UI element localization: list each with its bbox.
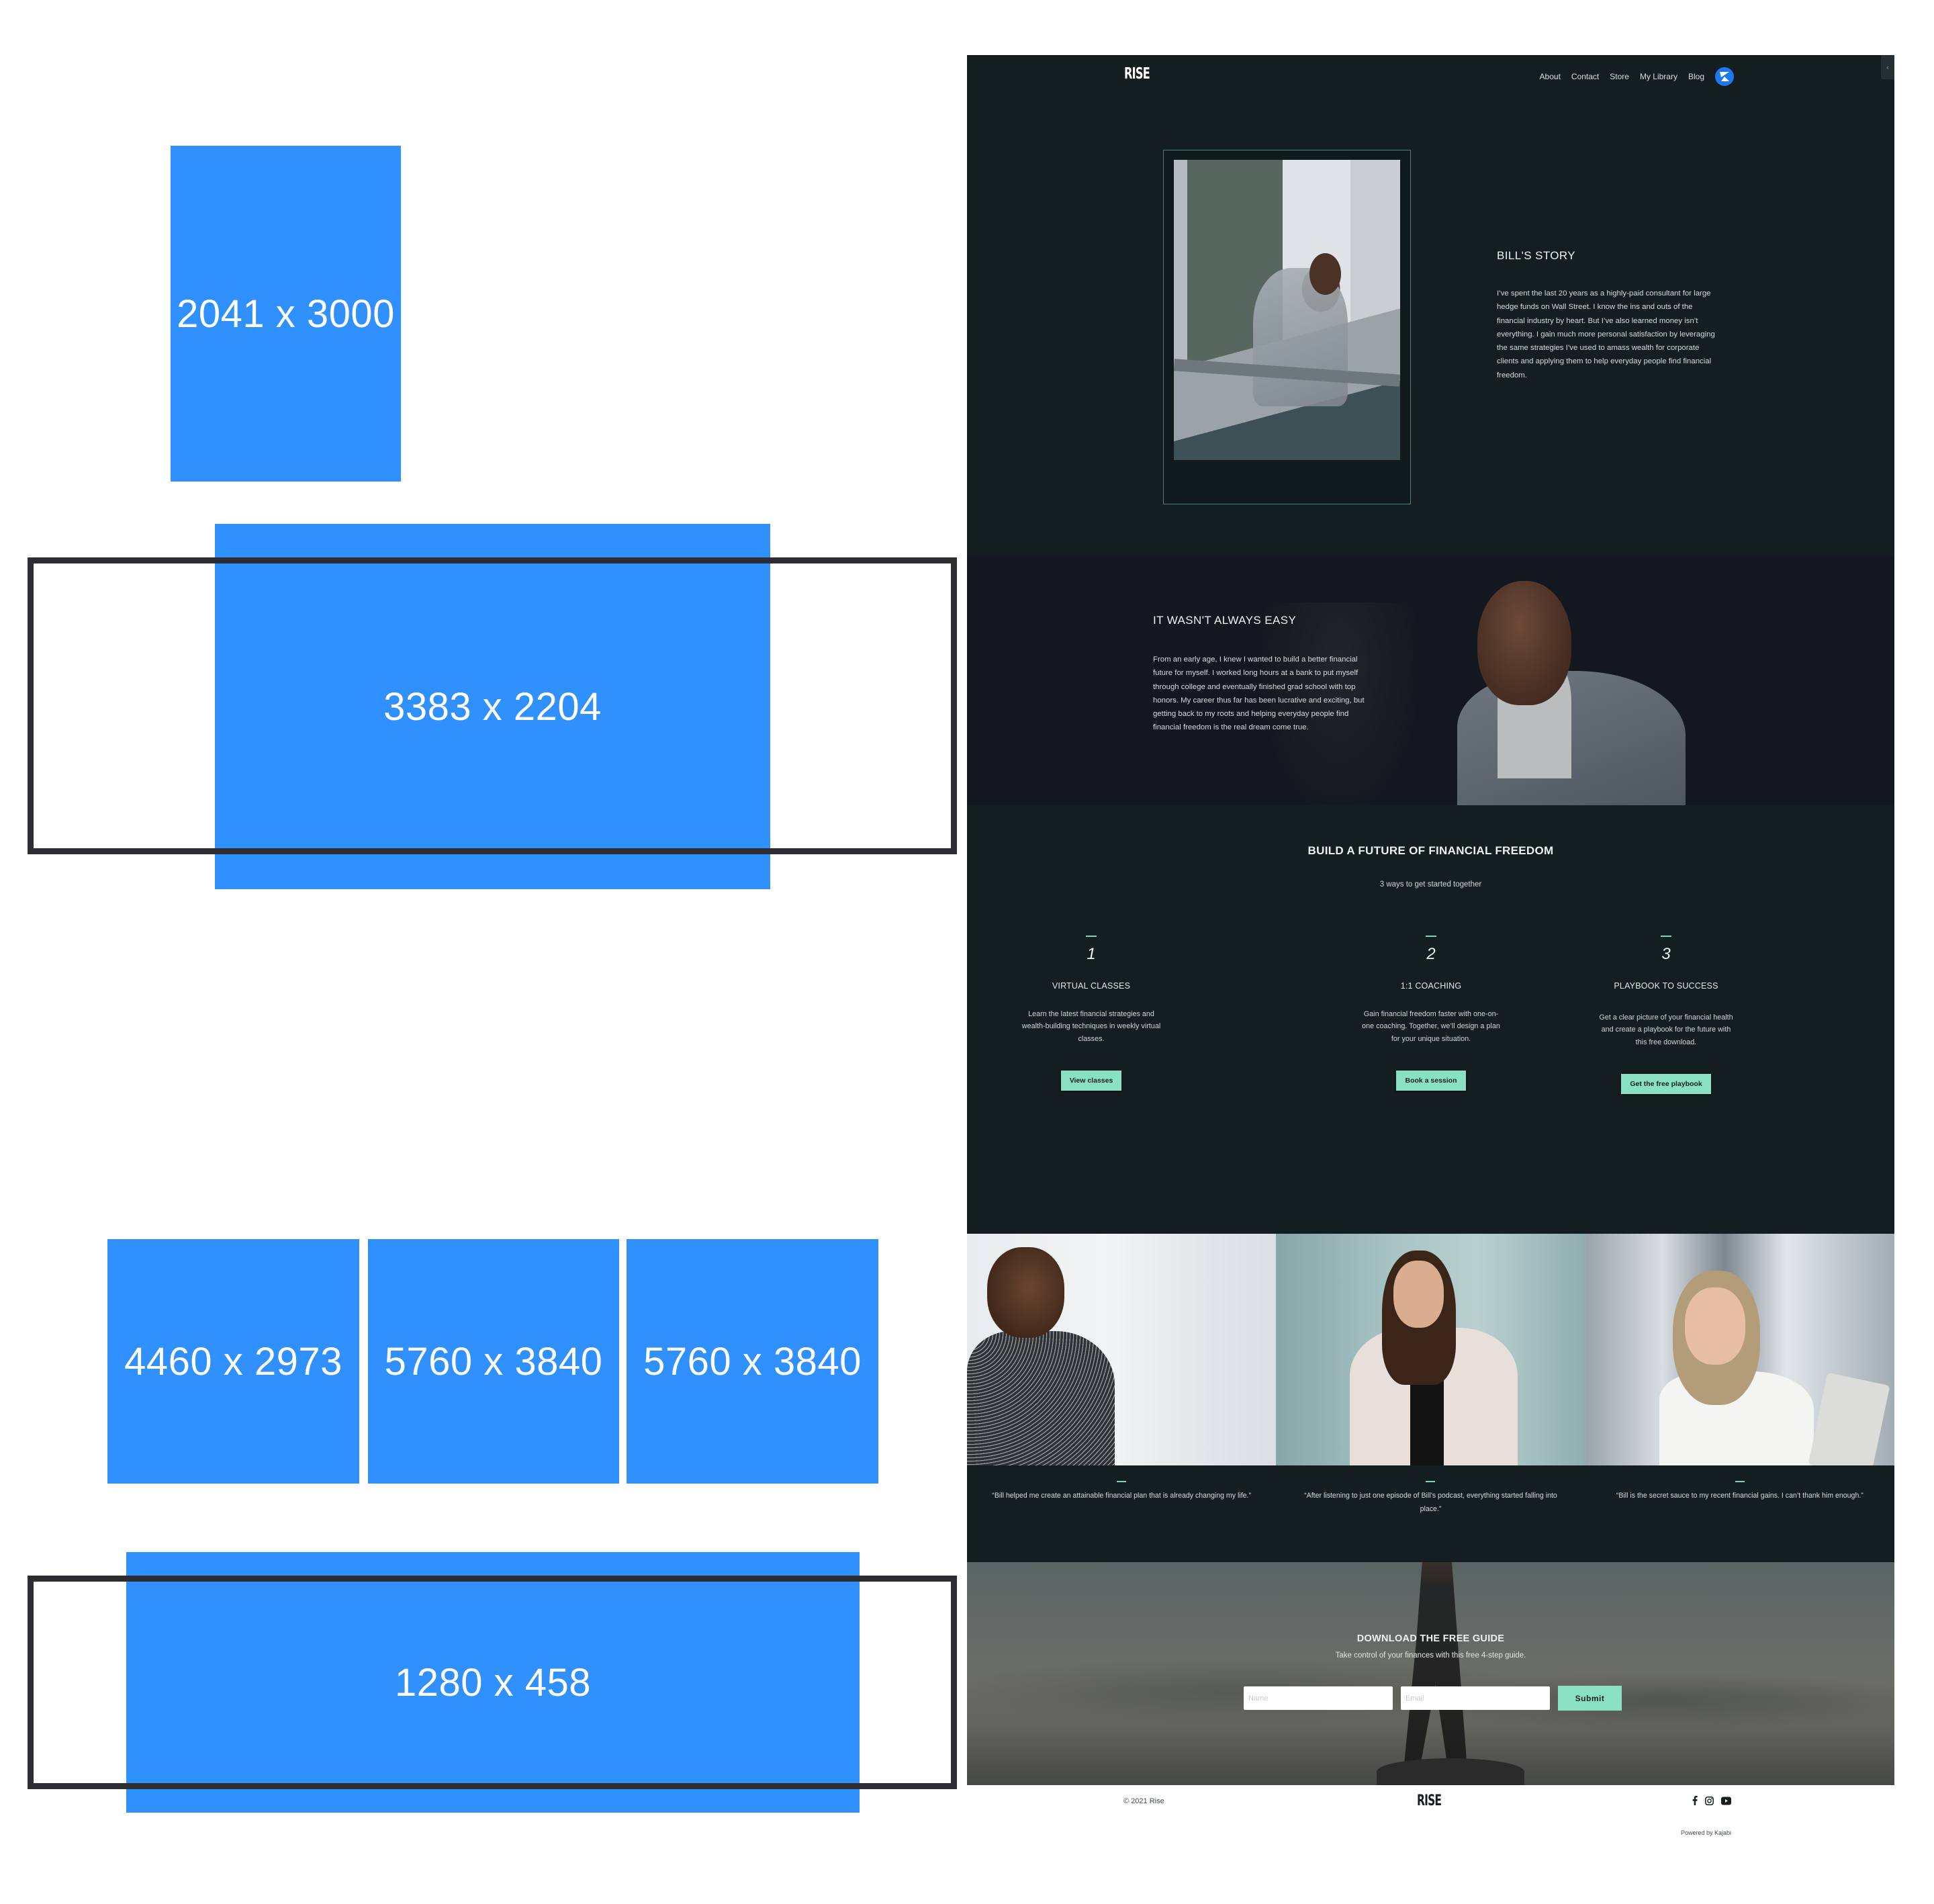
size-label: 4460 x 2973 bbox=[124, 1339, 342, 1384]
testimonial-2-size-block: 5760 x 3840 bbox=[368, 1239, 619, 1484]
testimonial-text: “After listening to just one episode of … bbox=[1304, 1492, 1557, 1513]
submit-button[interactable]: Submit bbox=[1558, 1686, 1622, 1711]
story-body: I’ve spent the last 20 years as a highly… bbox=[1497, 289, 1715, 379]
step-description: Learn the latest financial strategies an… bbox=[1021, 1010, 1161, 1043]
background-story-section: IT WASN'T ALWAYS EASY From an early age,… bbox=[967, 555, 1894, 805]
reflection-silhouette bbox=[1262, 602, 1417, 805]
hero-section: ‹ RISE About Contact Store My Library Bl… bbox=[967, 55, 1894, 555]
bill-portrait-image bbox=[1174, 160, 1400, 460]
step-title: 1:1 COACHING bbox=[1400, 981, 1462, 991]
accent-dash bbox=[1426, 1481, 1436, 1482]
social-links bbox=[1692, 1796, 1731, 1805]
nav-blog[interactable]: Blog bbox=[1688, 72, 1704, 81]
chevron-left-icon: ‹ bbox=[1886, 62, 1890, 72]
size-label: 5760 x 3840 bbox=[643, 1339, 862, 1384]
collapse-panel-button[interactable]: ‹ bbox=[1881, 55, 1894, 79]
footer-logo[interactable]: RISE bbox=[1417, 1793, 1442, 1809]
testimonial-1-size-block: 4460 x 2973 bbox=[107, 1239, 359, 1484]
easy-text-block: IT WASN'T ALWAYS EASY From an early age,… bbox=[1153, 614, 1375, 735]
guide-subtitle: Take control of your finances with this … bbox=[1335, 1651, 1526, 1660]
offering-coaching: 2 1:1 COACHING Gain financial freedom fa… bbox=[1350, 936, 1512, 1091]
testimonial-photo-2 bbox=[1276, 1234, 1585, 1465]
get-playbook-button[interactable]: Get the free playbook bbox=[1621, 1073, 1711, 1094]
story-title: BILL'S STORY bbox=[1497, 249, 1576, 262]
testimonial-3: “Bill is the secret sauce to my recent f… bbox=[1585, 1465, 1894, 1562]
testimonial-photos bbox=[967, 1234, 1894, 1465]
accent-dash bbox=[1086, 936, 1097, 937]
easy-background-size-block: 3383 x 2204 bbox=[215, 524, 770, 889]
size-label: 1280 x 458 bbox=[394, 1660, 592, 1705]
hiker-background-image bbox=[1403, 1562, 1467, 1770]
main-nav: About Contact Store My Library Blog bbox=[1540, 67, 1734, 86]
step-description: Gain financial freedom faster with one-o… bbox=[1362, 1010, 1500, 1043]
powered-by-link[interactable]: Powered by Kajabi bbox=[1681, 1829, 1732, 1836]
accent-dash bbox=[1661, 936, 1671, 937]
testimonial-1: “Bill helped me create an attainable fin… bbox=[967, 1465, 1276, 1562]
testimonial-photo-1 bbox=[967, 1234, 1277, 1465]
step-number: 1 bbox=[1087, 945, 1096, 963]
book-session-button[interactable]: Book a session bbox=[1396, 1070, 1466, 1091]
email-input[interactable] bbox=[1401, 1686, 1550, 1710]
view-classes-button[interactable]: View classes bbox=[1060, 1070, 1122, 1091]
step-description: Get a clear picture of your financial he… bbox=[1599, 1013, 1733, 1046]
nav-store[interactable]: Store bbox=[1610, 72, 1629, 81]
nav-contact[interactable]: Contact bbox=[1571, 72, 1600, 81]
instagram-icon[interactable] bbox=[1705, 1796, 1714, 1805]
step-number: 2 bbox=[1426, 945, 1436, 963]
easy-title: IT WASN'T ALWAYS EASY bbox=[1153, 614, 1297, 627]
step-title: PLAYBOOK TO SUCCESS bbox=[1614, 981, 1718, 991]
offering-virtual-classes: 1 VIRTUAL CLASSES Learn the latest finan… bbox=[1011, 936, 1172, 1091]
bill-portrait-frame bbox=[1163, 150, 1411, 504]
step-title: VIRTUAL CLASSES bbox=[1052, 981, 1131, 991]
site-footer: © 2021 Rise RISE Powered by Kajabi bbox=[967, 1785, 1894, 1904]
nav-my-library[interactable]: My Library bbox=[1639, 72, 1677, 81]
offerings-section: BUILD A FUTURE OF FINANCIAL FREEDOM 3 wa… bbox=[967, 805, 1894, 1234]
copyright: © 2021 Rise bbox=[1123, 1797, 1164, 1805]
testimonial-3-size-block: 5760 x 3840 bbox=[627, 1239, 878, 1484]
accent-dash bbox=[1426, 936, 1436, 937]
site-logo[interactable]: RISE bbox=[1124, 65, 1150, 83]
size-label: 2041 x 3000 bbox=[177, 291, 395, 336]
accent-dash bbox=[1735, 1481, 1745, 1482]
user-avatar[interactable] bbox=[1715, 67, 1734, 86]
nav-about[interactable]: About bbox=[1539, 72, 1561, 81]
size-label: 3383 x 2204 bbox=[383, 684, 602, 729]
story-block: BILL'S STORY I’ve spent the last 20 year… bbox=[1497, 249, 1718, 382]
hero-portrait-size-block: 2041 x 3000 bbox=[171, 146, 401, 482]
testimonial-quotes: “Bill helped me create an attainable fin… bbox=[967, 1465, 1894, 1562]
website-preview: ‹ RISE About Contact Store My Library Bl… bbox=[967, 55, 1894, 1904]
cta-background-size-block: 1280 x 458 bbox=[126, 1552, 860, 1813]
free-guide-section: DOWNLOAD THE FREE GUIDE Take control of … bbox=[967, 1562, 1894, 1785]
accent-dash bbox=[1117, 1481, 1127, 1482]
testimonial-photo-3 bbox=[1585, 1234, 1894, 1465]
easy-body: From an early age, I knew I wanted to bu… bbox=[1153, 655, 1365, 732]
guide-title: DOWNLOAD THE FREE GUIDE bbox=[1356, 1633, 1505, 1644]
testimonial-text: “Bill helped me create an attainable fin… bbox=[992, 1492, 1252, 1500]
step-number: 3 bbox=[1661, 945, 1671, 963]
offerings-title: BUILD A FUTURE OF FINANCIAL FREEDOM bbox=[1307, 844, 1554, 857]
name-input[interactable] bbox=[1244, 1686, 1393, 1710]
testimonial-2: “After listening to just one episode of … bbox=[1276, 1465, 1585, 1562]
size-label: 5760 x 3840 bbox=[384, 1339, 603, 1384]
guide-signup-form: Submit bbox=[1244, 1686, 1622, 1711]
facebook-icon[interactable] bbox=[1692, 1796, 1698, 1805]
testimonial-text: “Bill is the secret sauce to my recent f… bbox=[1616, 1492, 1863, 1500]
youtube-icon[interactable] bbox=[1721, 1797, 1731, 1805]
kajabi-logo-icon bbox=[1720, 72, 1729, 81]
bill-turtleneck-image bbox=[1457, 581, 1699, 805]
offering-playbook: 3 PLAYBOOK TO SUCCESS Get a clear pictur… bbox=[1585, 936, 1747, 1094]
offerings-subtitle: 3 ways to get started together bbox=[1379, 880, 1482, 889]
